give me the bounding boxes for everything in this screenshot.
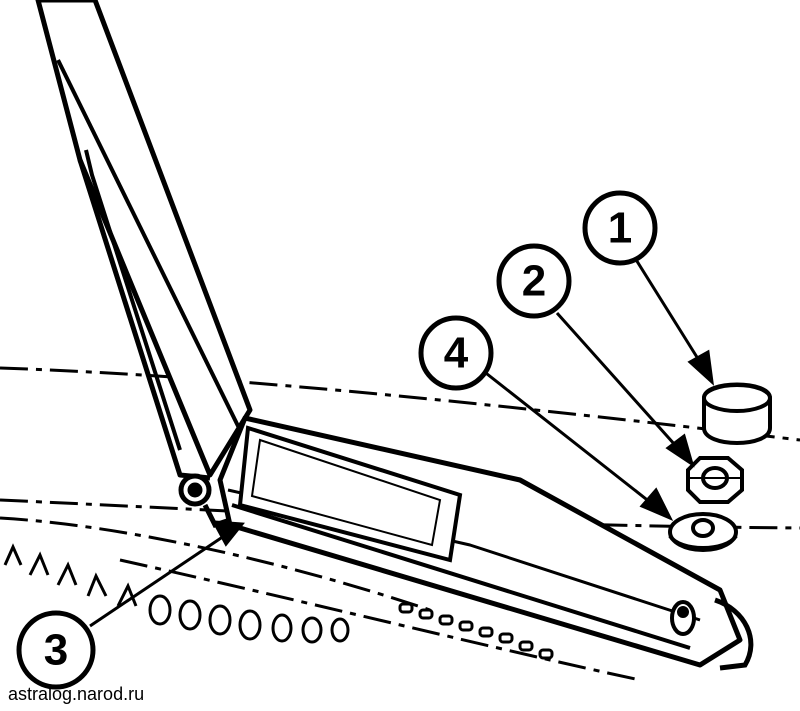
part-cap [702,382,772,445]
callout-1-label: 1 [608,204,632,253]
callout-4-label: 4 [444,329,469,378]
arm-panel [237,425,463,563]
callout-4: 4 [418,315,494,391]
wiper-blade [35,0,253,481]
callout-2-label: 2 [522,257,546,306]
callout-3-label: 3 [44,626,68,675]
callout-3: 3 [16,610,96,690]
arm-mount-hole [670,597,754,671]
callout-2: 2 [496,243,572,319]
callout-1: 1 [582,190,658,266]
hood-vents [3,543,554,660]
part-nut [686,456,744,504]
watermark-text: astralog.narod.ru [8,684,145,704]
blade-pivot [178,473,231,529]
part-washer [668,512,738,552]
leader-lines [89,257,715,628]
